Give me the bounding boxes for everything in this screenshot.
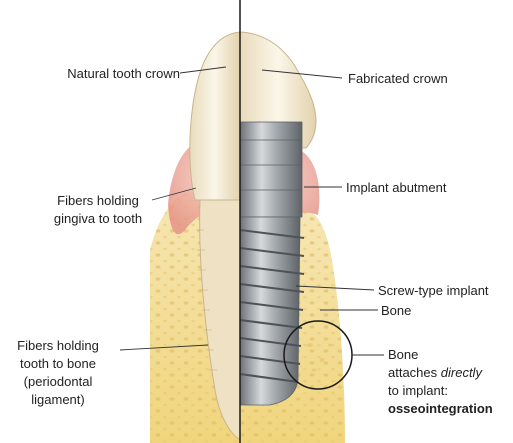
label-implant-abutment: Implant abutment xyxy=(346,180,446,196)
implant-half xyxy=(240,32,345,443)
label-fibers-gingiva-line2: gingiva to tooth xyxy=(40,211,156,227)
natural-tooth-half xyxy=(150,32,240,443)
label-osseo-line3: to implant: xyxy=(388,383,448,399)
label-osseo-line1: Bone xyxy=(388,347,418,363)
label-fibers-bone-line4: ligament) xyxy=(0,392,116,408)
abutment-shape xyxy=(240,122,302,217)
label-fabricated-crown: Fabricated crown xyxy=(348,71,448,87)
label-fibers-bone-line2: tooth to bone xyxy=(0,356,116,372)
label-osseo-attaches: attaches xyxy=(388,365,441,380)
label-fibers-bone-line1: Fibers holding xyxy=(0,338,116,354)
natural-crown-shape xyxy=(190,32,240,200)
label-fibers-bone-line3: (periodontal xyxy=(0,374,116,390)
label-fibers-gingiva-line1: Fibers holding xyxy=(40,193,156,209)
label-bone: Bone xyxy=(381,303,411,319)
label-osseointegration: osseointegration xyxy=(388,401,493,417)
label-osseo-line2: attaches directly xyxy=(388,365,482,381)
label-osseo-directly: directly xyxy=(441,365,482,380)
label-natural-tooth-crown: Natural tooth crown xyxy=(40,66,180,82)
label-screw-type-implant: Screw-type implant xyxy=(378,283,489,299)
